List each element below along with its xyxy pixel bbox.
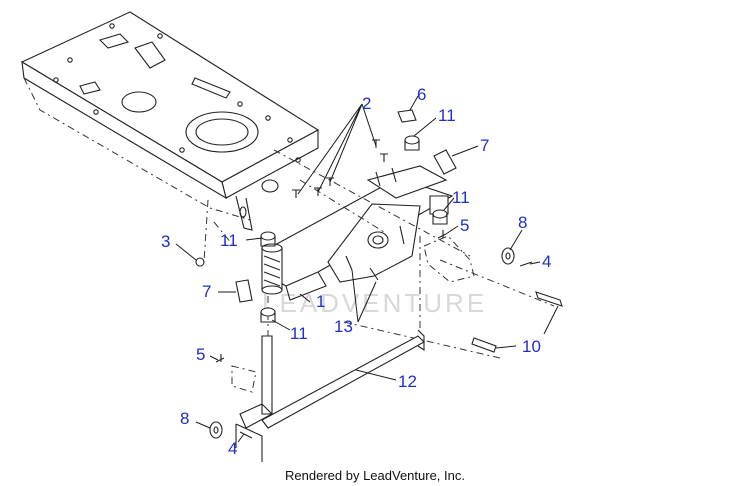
callout-11-right: 11 <box>452 188 470 207</box>
callout-3: 3 <box>161 232 170 251</box>
pin-4-left <box>239 431 253 439</box>
callout-1: 1 <box>316 292 325 311</box>
callout-7-left: 7 <box>202 282 211 301</box>
callout-labels: 2 6 11 7 11 5 8 4 3 11 7 1 11 13 10 5 12… <box>161 85 551 458</box>
footer-credit: Rendered by LeadVenture, Inc. <box>285 468 465 483</box>
washer-8-group <box>209 247 515 439</box>
sleeve-7-left <box>235 279 253 303</box>
nut-3 <box>195 257 205 267</box>
bolt-2-group <box>292 139 388 198</box>
callout-6: 6 <box>417 85 426 104</box>
callout-11-top: 11 <box>438 106 456 125</box>
pin-4-right <box>519 261 533 267</box>
leader-lines <box>175 95 559 443</box>
callout-11-lower: 11 <box>290 324 308 343</box>
callout-4-left: 4 <box>228 439 237 458</box>
callout-13: 13 <box>334 317 353 336</box>
callout-10: 10 <box>522 337 541 356</box>
cap-6 <box>397 109 417 123</box>
tractor-frame <box>20 11 320 263</box>
bolt-10-group <box>471 291 563 353</box>
bushing-11-group <box>260 135 448 323</box>
callout-11-left: 11 <box>220 231 238 250</box>
callout-8-right: 8 <box>518 213 527 232</box>
callout-2: 2 <box>362 94 371 113</box>
left-spindle <box>231 335 273 462</box>
callout-7-top: 7 <box>480 136 489 155</box>
watermark: LEADVENTURE <box>262 288 487 318</box>
fitting-5-right <box>437 230 447 239</box>
callout-8-left: 8 <box>180 409 189 428</box>
front-axle-assembly <box>261 165 475 301</box>
callout-4-right: 4 <box>542 252 551 271</box>
callout-5-left: 5 <box>196 345 205 364</box>
callout-12: 12 <box>398 372 417 391</box>
callout-5-right: 5 <box>460 216 469 235</box>
fitting-5-left <box>215 354 225 363</box>
sleeve-7-top <box>433 149 457 175</box>
